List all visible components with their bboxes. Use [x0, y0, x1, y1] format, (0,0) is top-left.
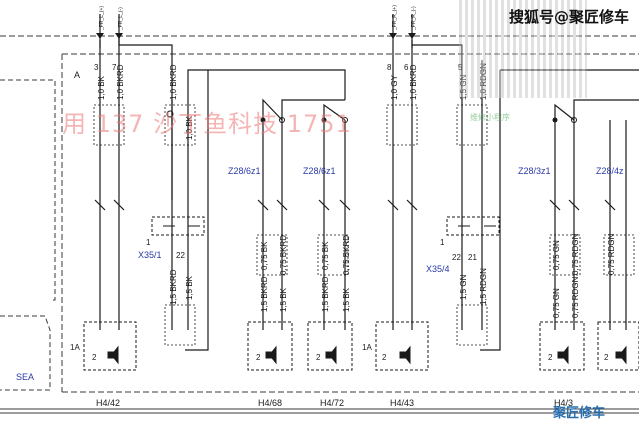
top-pin-label: 7 — [112, 63, 117, 72]
green-watermark: 维修小程序 — [470, 113, 510, 122]
pin-label: 2 — [92, 353, 97, 362]
top-pin-label: 3 — [94, 63, 99, 72]
speaker-label: H4/42 — [96, 398, 120, 408]
pin-label: 21 — [468, 253, 477, 262]
wire-label: 0,75 RDGN — [607, 233, 616, 275]
connector-label: Z28/6z1 — [228, 166, 261, 176]
wire-label: 0,75 RDGN — [571, 233, 580, 275]
wire-lines — [94, 14, 639, 351]
pin-label: 2 — [604, 353, 609, 362]
speaker-boxes — [83, 321, 639, 371]
wire-label: 1,0 RDGN — [479, 63, 488, 100]
pin-label: 2 — [256, 353, 261, 362]
wire-label: 0,75 GN — [552, 288, 561, 318]
wire-label: 1,5 GN — [459, 74, 468, 100]
pin-label: 1 — [440, 238, 445, 247]
speaker-label: H4/43 — [390, 398, 414, 408]
speaker-icons — [107, 345, 627, 365]
wire-label: 0,75 RDGN — [571, 276, 580, 318]
wire-label: 1,0 BK — [185, 115, 194, 140]
wire-label: 0,75 GN — [552, 240, 561, 270]
fr-label: _FR_R_(-) — [411, 6, 417, 31]
fr-label: _FR_L_(+) — [99, 6, 105, 31]
pin-label: 2 — [316, 353, 321, 362]
area-a-label: A — [74, 70, 80, 80]
wire-label: 1,5 GN — [459, 274, 468, 300]
wire-label: 0,75 BKRD — [279, 235, 288, 275]
wire-label: 1,0 BKRD — [409, 64, 418, 100]
wire-label: 1,5 RDGN — [479, 268, 488, 305]
pin-label: 22 — [452, 253, 461, 262]
wire-label: 1,5 BKRD — [321, 276, 330, 312]
fr-label: _FR_L_(-) — [118, 7, 124, 31]
wire-label: 1,5 BKRD — [169, 269, 178, 305]
top-pin-label: 5 — [458, 63, 463, 72]
wire-label: 1,0 BKRD — [116, 64, 125, 100]
qr-watermark — [459, 0, 587, 98]
pin-label: 2 — [382, 353, 387, 362]
speaker-label: H4/72 — [320, 398, 344, 408]
top-pin-label: 8 — [387, 63, 392, 72]
pin-label: 22 — [176, 251, 185, 260]
pin-label: 1A — [362, 343, 372, 352]
wire-label: 1,5 BK — [342, 287, 351, 312]
connector-label: X35/1 — [138, 250, 162, 260]
pin-label: 2 — [548, 353, 553, 362]
speaker-label: H4/3 — [554, 398, 573, 408]
x35-connectors — [151, 216, 500, 236]
wire-label: 1,5 BK — [185, 275, 194, 300]
frame-lines — [0, 35, 639, 414]
wire-label: 1,0 BK — [97, 75, 106, 100]
pin-label: 1A — [70, 343, 80, 352]
bottom-watermark: 聚匠修车 — [552, 406, 605, 421]
wire-label: 0,75 BK — [321, 241, 330, 270]
wire-label: 0,75 BK — [260, 241, 269, 270]
connector-label: Z28/3z1 — [518, 166, 551, 176]
connector-label: Z28/4z — [596, 166, 624, 176]
pin-markers — [96, 33, 577, 123]
fr-label: _FR_R_(+) — [392, 5, 398, 31]
wire-label: 0,75 BKRD — [342, 235, 351, 275]
pin-label: 1 — [146, 238, 151, 247]
sea-label: SEA — [16, 372, 34, 382]
wire-label-boxes — [93, 104, 635, 346]
connector-label: X35/4 — [426, 264, 450, 274]
top-watermark: 搜狐号@聚匠修车 — [508, 8, 629, 26]
wire-label: 1,0 BKRD — [169, 64, 178, 100]
wire-label: 1,0 GY — [390, 74, 399, 100]
wire-label: 1,5 BKRD — [260, 276, 269, 312]
wire-label: 1,5 BK — [279, 287, 288, 312]
speaker-label: H4/68 — [258, 398, 282, 408]
connector-label: Z28/6z1 — [303, 166, 336, 176]
top-pin-label: 6 — [404, 63, 409, 72]
red-watermark: 用 137 沙丁鱼科技 1751 — [62, 110, 352, 138]
